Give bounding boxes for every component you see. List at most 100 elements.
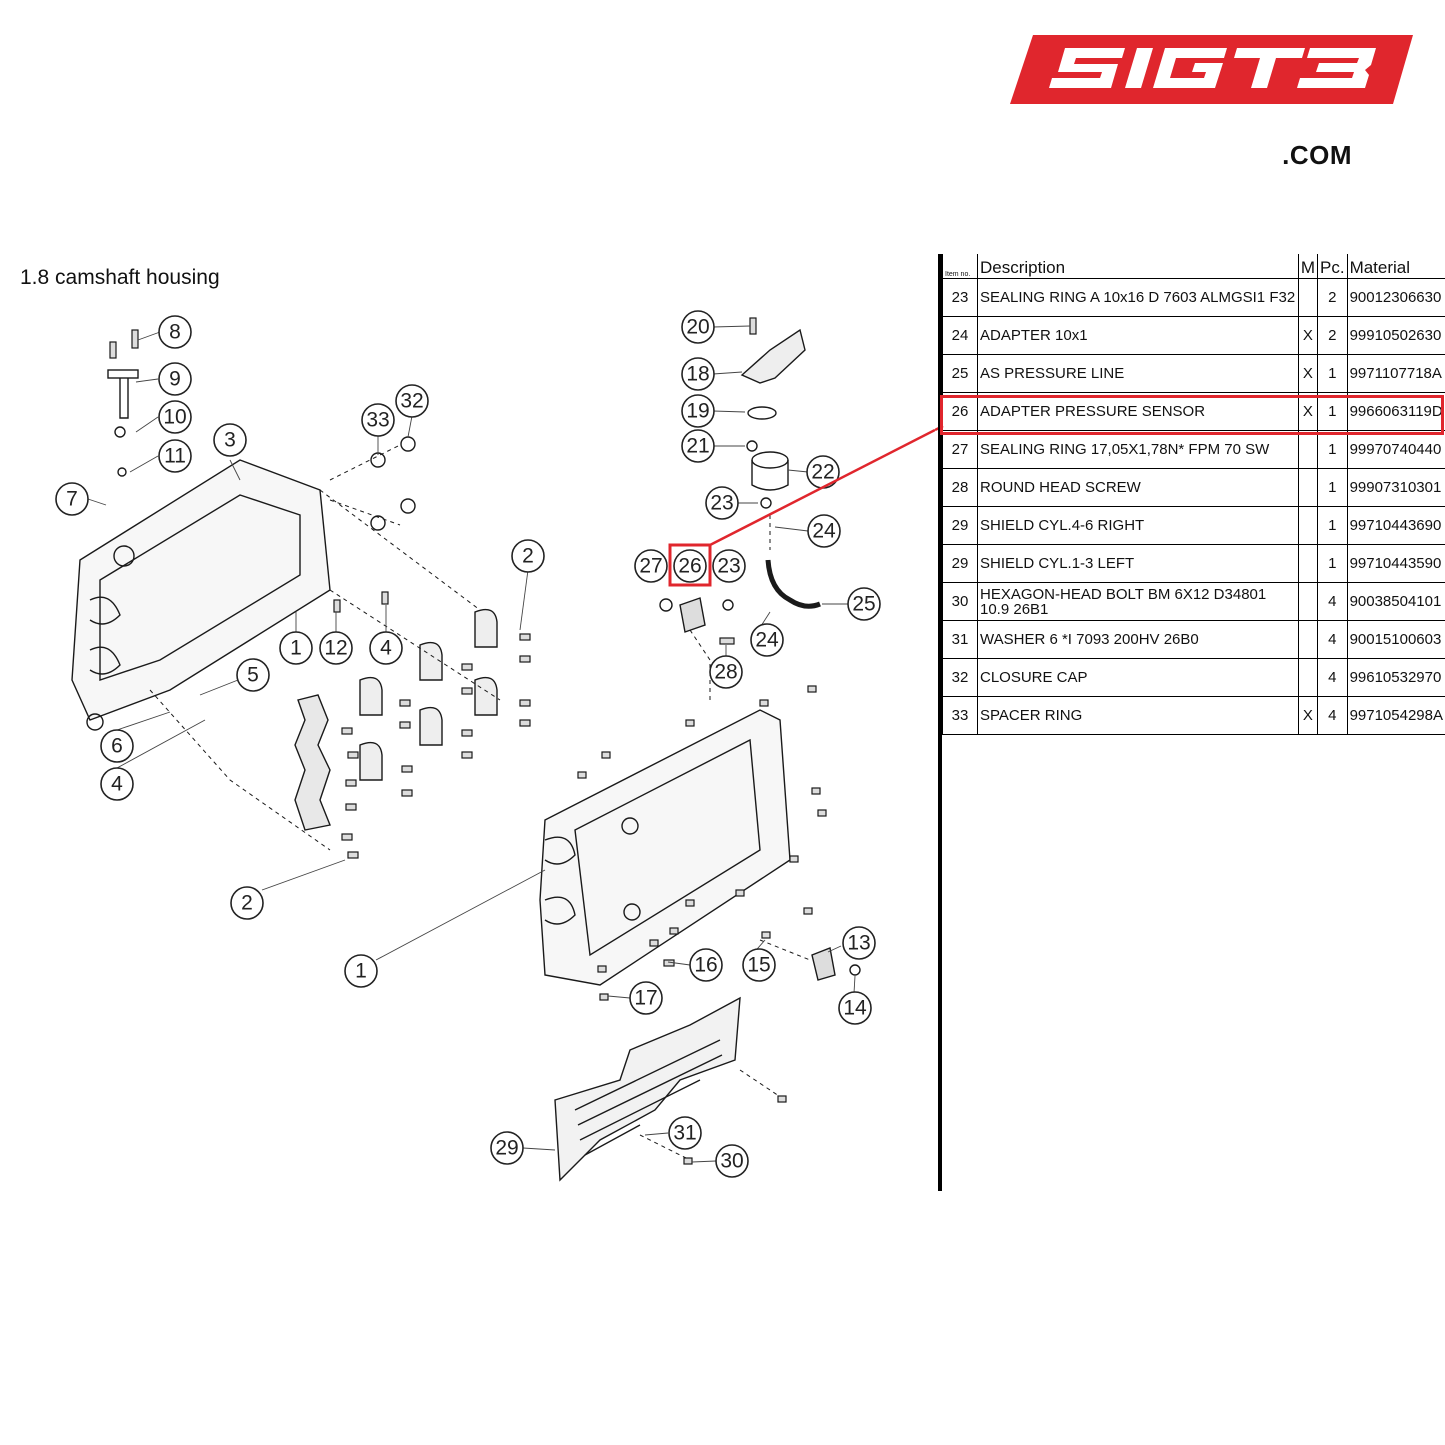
callout-1: 1 [290,637,302,660]
cell-pc: 1 [1317,468,1348,507]
callout-9: 9 [169,368,181,391]
callout-29: 29 [495,1137,518,1160]
cell-description: SPACER RING [977,696,1299,735]
cell-material: 99970740440 [1346,430,1445,469]
cell-item: 26 [942,392,978,431]
callout-19: 19 [686,400,709,423]
cell-pc: 1 [1317,506,1348,545]
cell-item: 28 [942,468,978,507]
bolt-parts [109,317,827,1165]
callout-32: 32 [400,390,423,413]
callout-26: 26 [678,555,701,578]
cell-description: SEALING RING 17,05X1,78N* FPM 70 SW [977,430,1299,469]
callout-23: 23 [717,555,740,578]
cell-material: 9971054298A [1346,696,1445,735]
callout-16: 16 [694,954,717,977]
cell-item: 29 [942,506,978,545]
heat-shield-part [554,996,741,1182]
cell-m [1297,620,1318,659]
table-header-row: Item no. Description M Pc. Material [942,254,1445,279]
header-material: Material [1346,254,1445,279]
callout-22: 22 [811,461,834,484]
cell-item: 29 [942,544,978,583]
callout-30: 30 [720,1150,743,1173]
cell-pc: 1 [1317,354,1348,393]
bearing-cap-part [474,608,498,648]
callout-4: 4 [111,773,123,796]
cell-material: 9971107718A [1346,354,1445,393]
cell-m [1297,658,1318,697]
cell-description: CLOSURE CAP [977,658,1299,697]
cell-material: 99907310301 [1346,468,1445,507]
cell-description: SHIELD CYL.4-6 RIGHT [977,506,1299,545]
callout-24: 24 [755,629,779,652]
callout-27: 27 [639,555,662,578]
cell-pc: 4 [1317,582,1348,621]
cell-description: ADAPTER 10x1 [977,316,1299,355]
callout-14: 14 [843,997,867,1020]
cell-pc: 1 [1317,392,1348,431]
cell-description: HEXAGON-HEAD BOLT BM 6X12 D34801 10.9 26… [977,582,1299,621]
logo-domain: .COM [1282,140,1352,170]
callout-33: 33 [366,409,389,432]
cell-m: X [1297,392,1318,431]
cell-material: 99610532970 [1346,658,1445,697]
cell-material: 99910502630 [1346,316,1445,355]
cell-pc: 1 [1317,544,1348,583]
cell-material: 99710443690 [1346,506,1445,545]
cell-description: SHIELD CYL.1-3 LEFT [977,544,1299,583]
cell-description: ROUND HEAD SCREW [977,468,1299,507]
cell-material: 90012306630 [1346,278,1445,317]
table-row-26-highlight [940,395,1444,435]
cell-material: 9966063119D [1346,392,1445,431]
callout-18: 18 [686,363,709,386]
pressure-line-part [765,559,821,609]
callout-5: 5 [247,664,259,687]
callout-13: 13 [847,932,870,955]
cell-item: 24 [942,316,978,355]
cell-m [1297,582,1318,621]
cell-item: 23 [942,278,978,317]
cell-description: AS PRESSURE LINE [977,354,1299,393]
right-housing-part [539,709,791,986]
callout-4: 4 [380,637,392,660]
cell-pc: 2 [1317,278,1348,317]
cell-m [1297,430,1318,469]
cell-m: X [1297,354,1318,393]
callout-12: 12 [324,637,347,660]
cell-description: WASHER 6 *I 7093 200HV 26B0 [977,620,1299,659]
callout-28: 28 [714,661,737,684]
left-housing-part [71,459,331,721]
cell-item: 33 [942,696,978,735]
cell-m: X [1297,696,1318,735]
cell-m [1297,544,1318,583]
cell-item: 27 [942,430,978,469]
callout-7: 7 [66,488,78,511]
cell-pc: 2 [1317,316,1348,355]
callout-6: 6 [111,735,123,758]
section-title: 1.8 camshaft housing [20,266,220,289]
callout-25: 25 [852,593,875,616]
table-divider [938,254,942,1191]
callout-15: 15 [747,954,770,977]
cell-material: 99710443590 [1346,544,1445,583]
cell-item: 31 [942,620,978,659]
exploded-parts-diagram: 8 9 10 11 7 3 1 12 4 2 5 6 4 2 1 33 32 2… [55,310,935,1182]
cell-m [1297,506,1318,545]
logo-mark [1010,35,1413,104]
bearing-bridge-part [294,694,331,831]
callout-26-highlight [668,543,712,587]
